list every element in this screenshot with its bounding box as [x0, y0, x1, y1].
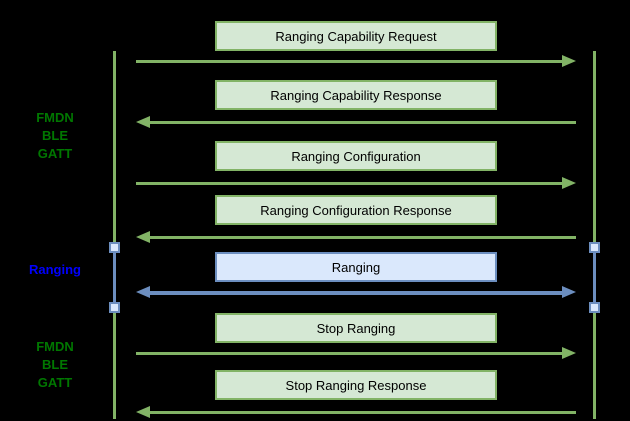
phase-label-fmdn-ble-gatt-bottom: FMDN BLE GATT — [10, 338, 100, 392]
arrow-line — [136, 60, 564, 63]
session-handle-top-right — [589, 242, 600, 253]
arrowhead-right-icon — [562, 347, 576, 359]
ranging-session-segment-right — [593, 247, 596, 307]
lifeline-right — [593, 51, 596, 419]
arrow-line — [136, 352, 564, 355]
arrow-line — [148, 411, 576, 414]
phase-label-line: BLE — [42, 128, 68, 143]
message-box-ranging: Ranging — [215, 252, 497, 282]
phase-label-line: GATT — [37, 375, 73, 390]
message-box-stop-ranging-response: Stop Ranging Response — [215, 370, 497, 400]
message-label: Ranging Capability Response — [270, 87, 442, 103]
arrowhead-right-icon — [562, 55, 576, 67]
session-handle-bottom-left — [109, 302, 120, 313]
phase-label-line: BLE — [42, 357, 68, 372]
arrow-line — [148, 290, 564, 295]
arrow-ranging-capability-request — [136, 55, 576, 68]
message-label: Stop Ranging Response — [285, 377, 427, 393]
phase-label-line: FMDN — [36, 339, 74, 354]
arrowhead-left-icon — [136, 406, 150, 418]
arrow-stop-ranging-response — [136, 406, 576, 419]
ranging-session-segment-left — [113, 247, 116, 307]
arrowhead-right-icon — [562, 177, 576, 189]
session-handle-bottom-right — [589, 302, 600, 313]
message-box-ranging-configuration: Ranging Configuration — [215, 141, 497, 171]
arrowhead-right-icon — [562, 286, 576, 298]
session-handle-top-left — [109, 242, 120, 253]
message-label: Ranging Configuration Response — [260, 202, 452, 218]
arrowhead-left-icon — [136, 231, 150, 243]
arrow-line — [148, 236, 576, 239]
arrow-stop-ranging — [136, 347, 576, 360]
arrowhead-left-icon — [136, 286, 150, 298]
phase-label-line: FMDN — [36, 110, 74, 125]
message-label: Ranging — [331, 259, 381, 275]
message-label: Ranging Capability Request — [275, 28, 437, 44]
phase-label-line: Ranging — [29, 262, 81, 277]
message-label: Stop Ranging — [316, 320, 396, 336]
message-box-ranging-capability-request: Ranging Capability Request — [215, 21, 497, 51]
phase-label-line: GATT — [37, 146, 73, 161]
message-box-stop-ranging: Stop Ranging — [215, 313, 497, 343]
phase-label-fmdn-ble-gatt-top: FMDN BLE GATT — [10, 109, 100, 163]
arrow-ranging-configuration — [136, 177, 576, 190]
message-box-ranging-configuration-response: Ranging Configuration Response — [215, 195, 497, 225]
arrow-line — [136, 182, 564, 185]
phase-label-ranging: Ranging — [10, 261, 100, 279]
arrowhead-left-icon — [136, 116, 150, 128]
arrow-ranging-bidirectional — [136, 286, 576, 299]
message-label: Ranging Configuration — [291, 148, 421, 164]
lifeline-left — [113, 51, 116, 419]
arrow-ranging-capability-response — [136, 116, 576, 129]
arrow-ranging-configuration-response — [136, 231, 576, 244]
message-box-ranging-capability-response: Ranging Capability Response — [215, 80, 497, 110]
arrow-line — [148, 121, 576, 124]
